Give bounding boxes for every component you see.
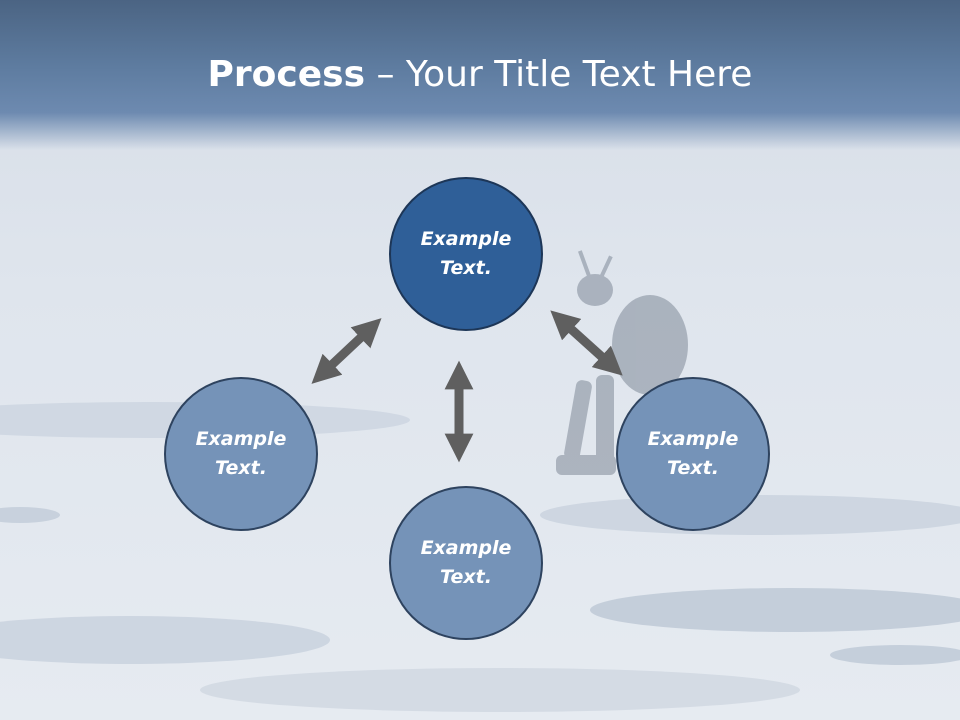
arrow-top-right bbox=[550, 310, 623, 376]
process-node-bottom-label: Example Text. bbox=[420, 537, 512, 588]
title-banner bbox=[0, 0, 960, 150]
title-bold: Process bbox=[207, 54, 366, 95]
slide-title: Process – Your Title Text Here bbox=[0, 52, 960, 98]
process-node-left-label: Example Text. bbox=[195, 428, 287, 479]
process-node-left: Example Text. bbox=[164, 377, 318, 531]
snowboarder-silhouette bbox=[556, 250, 688, 475]
process-node-bottom: Example Text. bbox=[389, 486, 543, 640]
process-node-right-label: Example Text. bbox=[647, 428, 739, 479]
process-node-top: Example Text. bbox=[389, 177, 543, 331]
arrow-top-left bbox=[311, 318, 382, 384]
process-node-right: Example Text. bbox=[616, 377, 770, 531]
process-node-top-label: Example Text. bbox=[420, 228, 512, 279]
title-rest: – Your Title Text Here bbox=[365, 54, 753, 95]
